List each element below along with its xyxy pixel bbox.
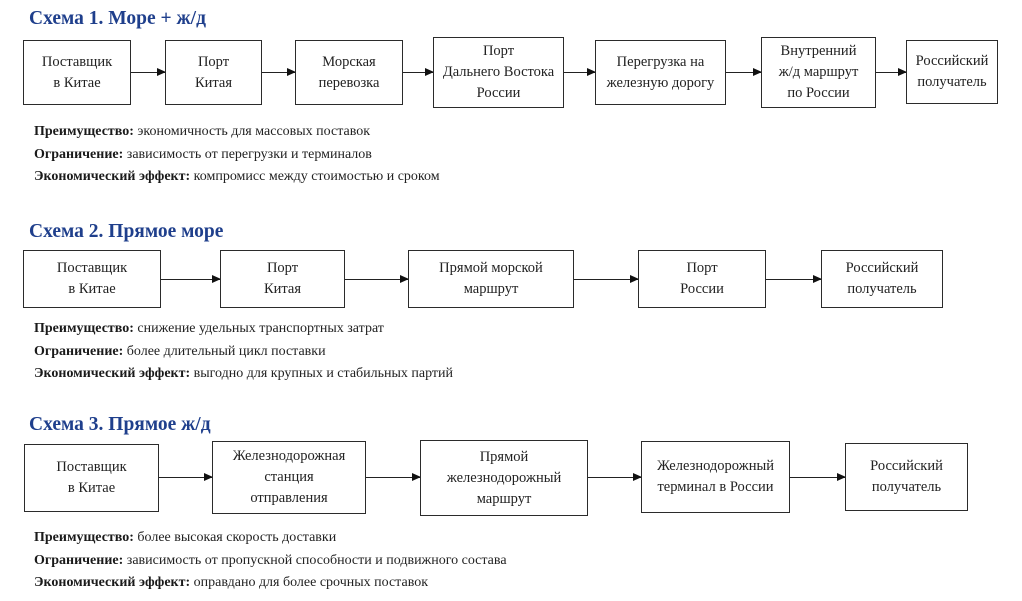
advantage-note: Преимущество: более высокая скорость дос… (34, 530, 337, 545)
arrow-icon (366, 471, 421, 483)
arrow-icon (403, 66, 434, 78)
step-label: Поставщик в Китае (56, 260, 128, 297)
scheme-2-title: Схема 2. Прямое море (29, 221, 224, 242)
scheme-2-step-3: Прямой морской маршрут (408, 250, 574, 308)
scheme-2-step-4: Порт России (638, 250, 766, 308)
scheme-1-step-4: Порт Дальнего Востока России (433, 37, 564, 108)
limitation-note: Ограничение: более длительный цикл поста… (34, 343, 326, 359)
scheme-1-step-7: Российский получатель (906, 40, 998, 104)
scheme-3-step-4: Железнодорожный терминал в России (641, 441, 790, 513)
arrow-icon (876, 66, 907, 78)
step-label: Прямой морской маршрут (439, 260, 543, 297)
step-label: Внутренний ж/д маршрут по России (778, 43, 859, 101)
limitation-note: Ограничение: зависимость от перегрузки и… (34, 146, 372, 162)
scheme-1-title: Схема 1. Море + ж/д (29, 8, 206, 29)
scheme-1-step-5: Перегрузка на железную дорогу (595, 40, 726, 105)
step-label: Железнодорожная станция отправления (232, 448, 346, 506)
scheme-3-step-1: Поставщик в Китае (24, 444, 159, 512)
arrow-icon (790, 471, 846, 483)
economic-effect-note: Экономический эффект: выгодно для крупны… (34, 366, 454, 381)
arrow-icon (131, 66, 166, 78)
limitation-note: Ограничение: зависимость от пропускной с… (34, 552, 507, 568)
step-label: Прямой железнодорожный маршрут (446, 448, 562, 507)
step-label: Перегрузка на железную дорогу (606, 53, 715, 91)
scheme-3-step-3: Прямой железнодорожный маршрут (420, 440, 588, 516)
step-label: Российский получатель (870, 458, 943, 495)
step-label: Поставщик в Китае (41, 53, 113, 91)
scheme-1-step-6: Внутренний ж/д маршрут по России (761, 37, 876, 108)
step-label: Порт Китая (263, 260, 302, 297)
step-label: Российский получатель (915, 53, 989, 90)
scheme-1-step-3: Морская перевозка (295, 40, 403, 105)
arrow-icon (766, 273, 822, 285)
arrow-icon (564, 66, 596, 78)
advantage-note: Преимущество: экономичность для массовых… (34, 124, 371, 139)
step-label: Поставщик в Китае (56, 459, 127, 496)
scheme-1-step-1: Поставщик в Китае (23, 40, 131, 105)
scheme-2-notes: Преимущество: снижение удельных транспор… (34, 318, 453, 386)
step-label: Железнодорожный терминал в России (657, 458, 774, 495)
step-label: Морская перевозка (318, 53, 380, 91)
arrow-icon (159, 471, 213, 483)
scheme-3-title: Схема 3. Прямое ж/д (29, 414, 211, 435)
scheme-2-step-5: Российский получатель (821, 250, 943, 308)
step-label: Порт Дальнего Востока России (442, 43, 555, 101)
scheme-1-step-2: Порт Китая (165, 40, 262, 105)
arrow-icon (262, 66, 296, 78)
arrow-icon (161, 273, 221, 285)
scheme-3-step-5: Российский получатель (845, 443, 968, 511)
arrow-icon (574, 273, 639, 285)
arrow-icon (588, 471, 642, 483)
scheme-2-step-2: Порт Китая (220, 250, 345, 308)
scheme-3-notes: Преимущество: более высокая скорость дос… (34, 527, 507, 595)
economic-effect-note: Экономический эффект: оправдано для боле… (34, 575, 429, 590)
advantage-note: Преимущество: снижение удельных транспор… (34, 321, 384, 336)
step-label: Порт Китая (194, 53, 233, 91)
arrow-icon (726, 66, 762, 78)
step-label: Российский получатель (845, 260, 919, 297)
arrow-icon (345, 273, 409, 285)
scheme-1-notes: Преимущество: экономичность для массовых… (34, 121, 440, 189)
step-label: Порт России (680, 260, 724, 297)
scheme-2-step-1: Поставщик в Китае (23, 250, 161, 308)
scheme-3-step-2: Железнодорожная станция отправления (212, 441, 366, 514)
economic-effect-note: Экономический эффект: компромисс между с… (34, 169, 440, 184)
